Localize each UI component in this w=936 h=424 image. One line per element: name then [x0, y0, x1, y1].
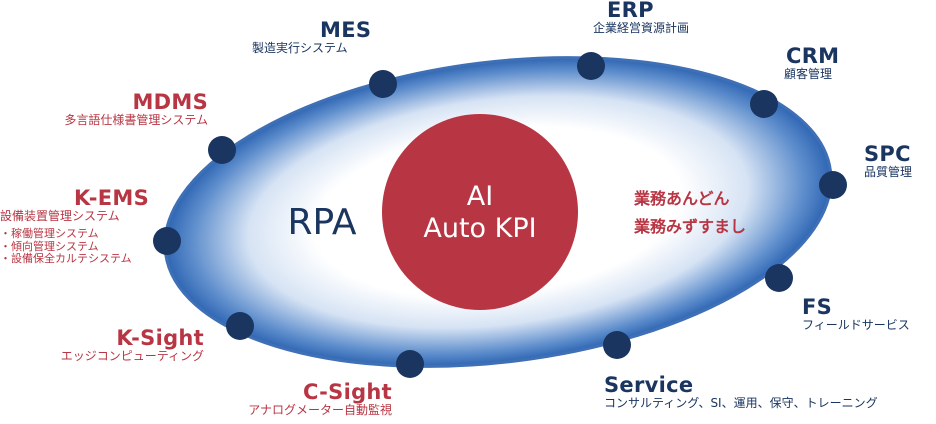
node-crm: CRM 顧客管理: [784, 44, 839, 82]
node-dot-fs: [765, 264, 793, 292]
rpa-label: RPA: [287, 202, 356, 243]
node-csight-title: C-Sight: [302, 380, 392, 404]
node-service-title: Service: [604, 373, 694, 397]
node-kems-title: K-EMS: [74, 186, 150, 210]
node-erp-subtitle: 企業経営資源計画: [593, 21, 690, 36]
node-dot-kems: [153, 227, 181, 255]
node-ksight: K-Sight エッジコンピューティング: [61, 326, 204, 364]
node-kems: K-EMS 設備装置管理システム ・稼働管理システム ・傾向管理システム ・設備…: [0, 186, 149, 266]
node-dot-erp: [577, 52, 605, 80]
node-erp: ERP 企業経営資源計画: [593, 0, 689, 36]
node-fs-title: FS: [802, 295, 833, 319]
node-spc-subtitle: 品質管理: [864, 165, 913, 180]
node-erp-title: ERP: [607, 0, 654, 22]
node-kems-subtitle: 設備装置管理システム: [0, 209, 120, 224]
center-ai-circle: [382, 114, 578, 310]
right-text-line2: 業務みずすまし: [633, 217, 746, 236]
node-service-subtitle: コンサルティング、SI、運用、保守、トレーニング: [604, 396, 878, 411]
node-spc-title: SPC: [864, 142, 911, 166]
node-csight: C-Sight アナログメーター自動監視: [248, 380, 392, 418]
node-fs: FS フィールドサービス: [802, 295, 910, 333]
node-csight-subtitle: アナログメーター自動監視: [248, 403, 392, 418]
node-mes-subtitle: 製造実行システム: [252, 41, 348, 56]
node-dot-mes: [369, 70, 397, 98]
node-dot-mdms: [208, 136, 236, 164]
node-kems-item: ・設備保全カルテシステム: [0, 252, 132, 266]
node-mes: MES 製造実行システム: [252, 18, 371, 56]
node-dot-spc: [819, 171, 847, 199]
node-mdms: MDMS 多言語仕様書管理システム: [64, 90, 208, 128]
right-text-line1: 業務あんどん: [633, 189, 730, 208]
node-dot-crm: [750, 90, 778, 118]
node-dot-service: [603, 331, 631, 359]
node-fs-subtitle: フィールドサービス: [802, 318, 910, 333]
node-kems-item: ・傾向管理システム: [0, 239, 99, 253]
node-kems-list: ・稼働管理システム ・傾向管理システム ・設備保全カルテシステム: [0, 226, 149, 266]
node-dot-ksight: [226, 312, 254, 340]
node-service: Service コンサルティング、SI、運用、保守、トレーニング: [604, 373, 878, 411]
node-ksight-subtitle: エッジコンピューティング: [60, 349, 204, 364]
node-dot-csight: [396, 350, 424, 378]
node-ksight-title: K-Sight: [116, 326, 204, 350]
node-kems-item: ・稼働管理システム: [0, 226, 99, 240]
node-spc: SPC 品質管理: [864, 142, 912, 180]
center-line1: AI: [467, 181, 493, 212]
center-line2: Auto KPI: [423, 213, 536, 244]
node-crm-title: CRM: [786, 44, 840, 68]
node-mdms-title: MDMS: [132, 90, 208, 114]
node-mes-title: MES: [320, 18, 372, 42]
node-crm-subtitle: 顧客管理: [784, 67, 833, 82]
node-mdms-subtitle: 多言語仕様書管理システム: [64, 113, 208, 128]
